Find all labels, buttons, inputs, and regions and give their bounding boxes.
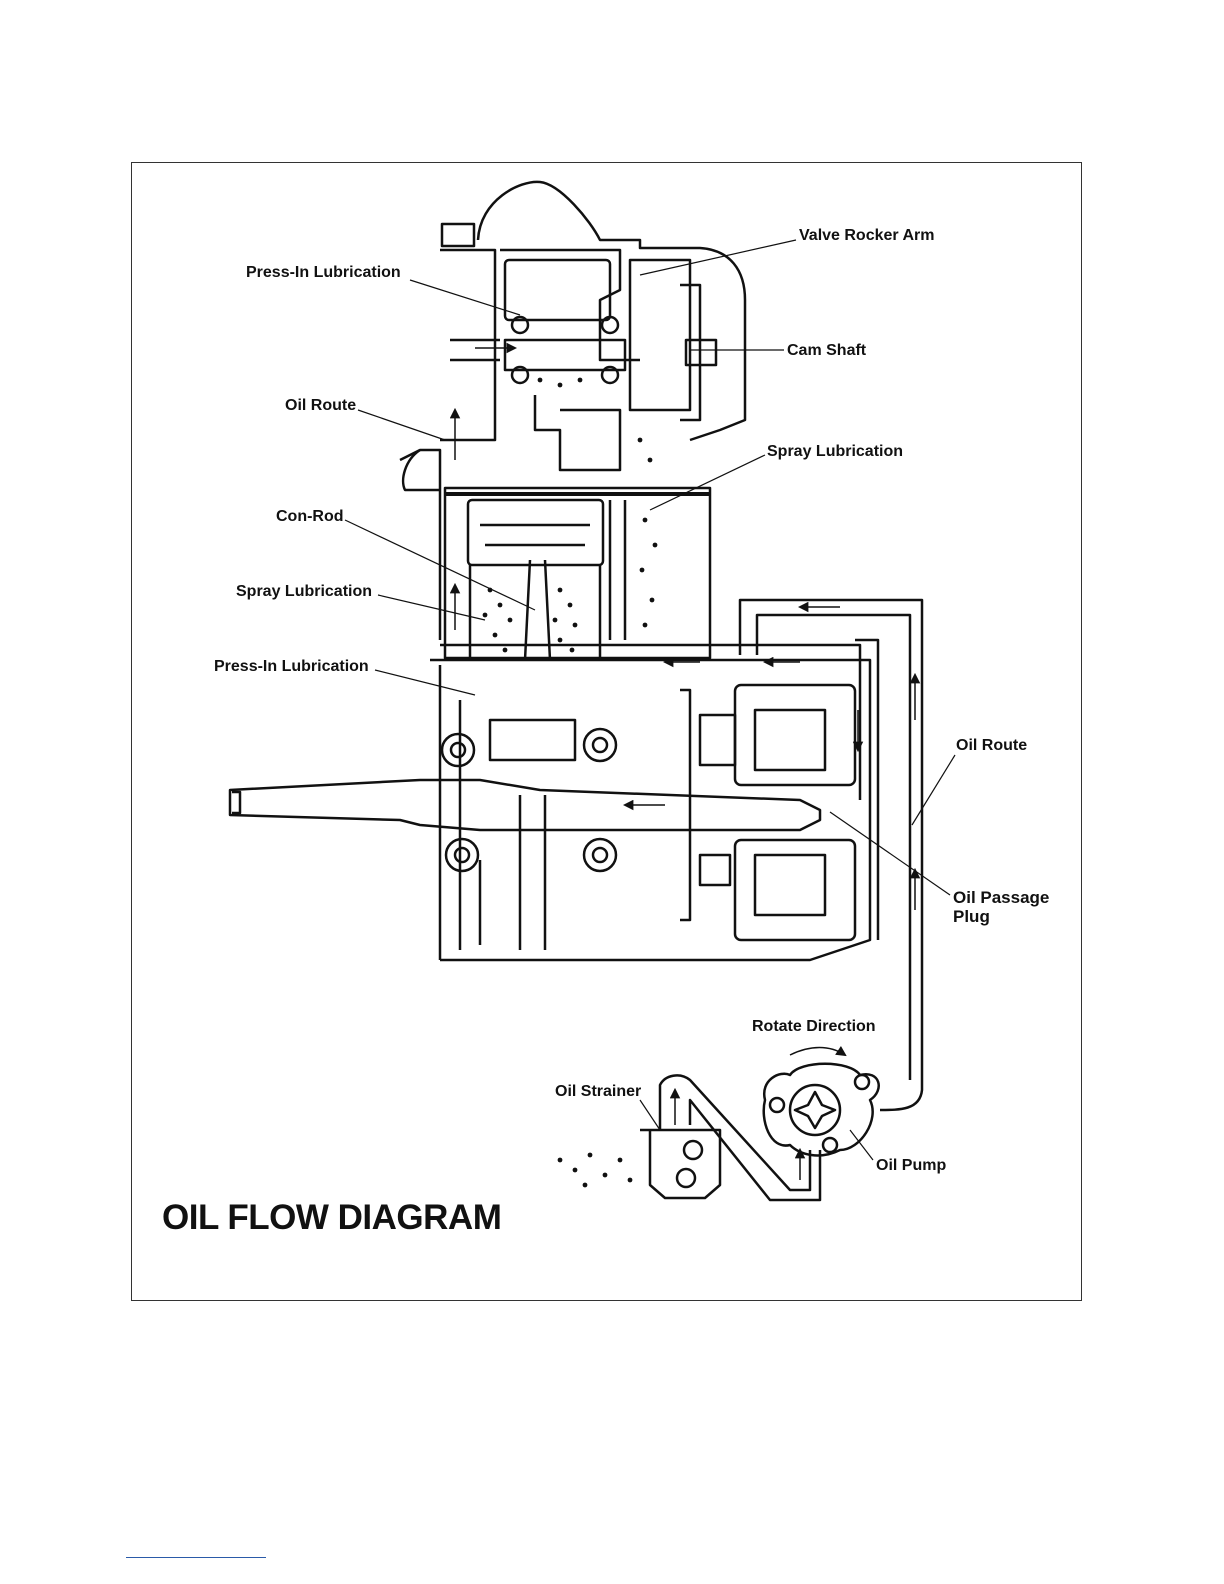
head-cover: [478, 182, 745, 440]
bearing-right-bottom: [584, 839, 616, 871]
label-valve-rocker-arm: Valve Rocker Arm: [799, 226, 934, 245]
flow-arrows: [455, 348, 915, 1180]
label-oil-strainer: Oil Strainer: [555, 1082, 641, 1101]
label-oil-pump: Oil Pump: [876, 1156, 946, 1175]
oil-strainer: [640, 1130, 720, 1198]
head-oil-passage: [450, 340, 500, 360]
cylinder-head: [440, 250, 495, 440]
label-spray-lubrication-left: Spray Lubrication: [236, 582, 372, 601]
piston: [468, 500, 603, 565]
label-cam-shaft: Cam Shaft: [787, 341, 866, 360]
label-spray-lubrication-top: Spray Lubrication: [767, 442, 903, 461]
bearing-left-bottom: [446, 839, 478, 871]
bearing-left-top: [442, 734, 474, 766]
cam-shaft: [505, 340, 625, 370]
label-con-rod: Con-Rod: [276, 507, 344, 526]
crankshaft: [230, 780, 820, 830]
footer-rule: [126, 1557, 266, 1558]
label-rotate-direction: Rotate Direction: [752, 1017, 876, 1036]
label-press-in-lubrication-bottom: Press-In Lubrication: [214, 657, 369, 676]
diagram-title: OIL FLOW DIAGRAM: [162, 1198, 501, 1238]
label-oil-route-right: Oil Route: [956, 736, 1027, 755]
rocker-housing: [505, 260, 610, 320]
crank-pin: [490, 720, 575, 760]
label-press-in-lubrication-top: Press-In Lubrication: [246, 263, 401, 282]
head-bolt: [442, 224, 474, 246]
label-oil-passage-plug: Oil Passage Plug: [953, 888, 1049, 926]
bearing-right-top: [584, 729, 616, 761]
cylinder-block: [445, 488, 710, 658]
label-oil-route-left: Oil Route: [285, 396, 356, 415]
